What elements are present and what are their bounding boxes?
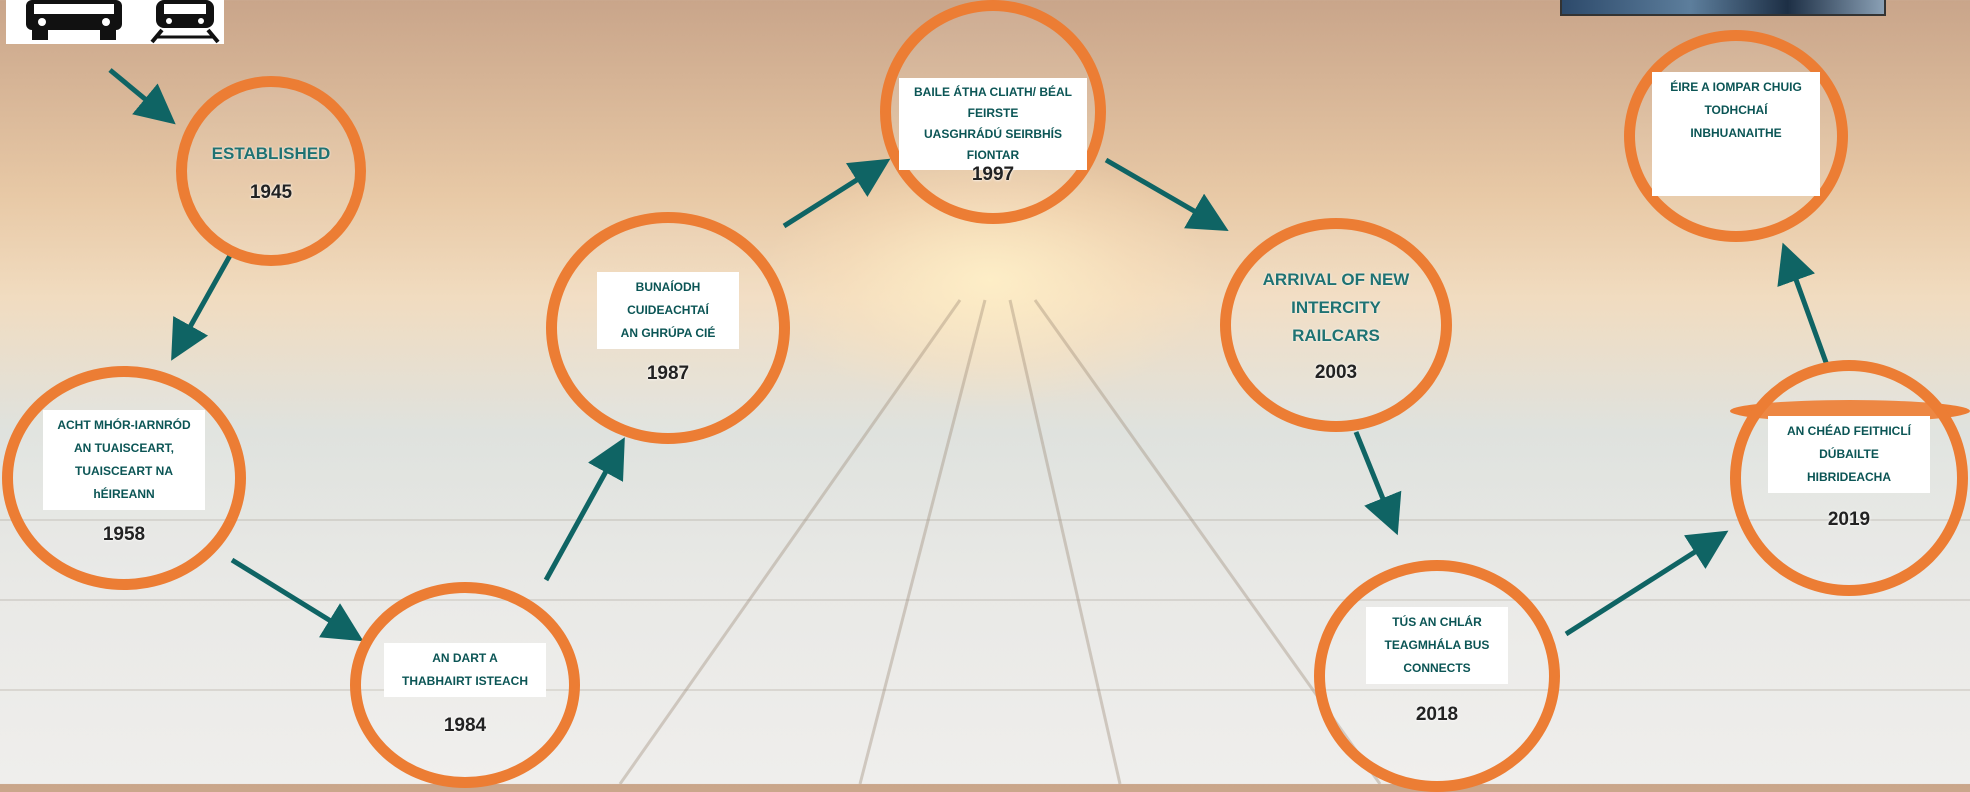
milestone-year: 1987 — [646, 362, 690, 384]
arrow-2003-to-2018 — [1353, 431, 1402, 536]
milestone-label: AN DART A THABHAIRT ISTEACH — [384, 643, 546, 697]
milestone-label: AN CHÉAD FEITHICLÍ DÚBAILTE HIBRIDEACHA — [1768, 415, 1930, 493]
milestone-year: 1945 — [249, 181, 293, 203]
milestone-2003: ARRIVAL OF NEW INTERCITY RAILCARS 2003 — [1220, 218, 1452, 432]
milestone-label: ARRIVAL OF NEW INTERCITY RAILCARS — [1262, 270, 1410, 345]
milestone-future: ÉIRE A IOMPAR CHUIG TODHCHAÍ INBHUANAITH… — [1624, 30, 1848, 242]
milestone-1945: ESTABLISHED 1945 — [176, 76, 366, 266]
arrow-2019-to-future — [1777, 242, 1831, 369]
arrow-1945-to-1958 — [171, 250, 235, 361]
milestone-label: ÉIRE A IOMPAR CHUIG TODHCHAÍ INBHUANAITH… — [1652, 72, 1820, 196]
arrow-2018-to-2019 — [1564, 530, 1729, 637]
transport-icons — [6, 0, 224, 44]
milestone-1984: AN DART A THABHAIRT ISTEACH 1984 — [350, 582, 580, 788]
milestone-year: 1958 — [102, 524, 146, 545]
milestone-1997: BAILE ÁTHA CLIATH/ BÉAL FEIRSTE UASGHRÁD… — [880, 0, 1106, 224]
milestone-year: 2003 — [1314, 362, 1358, 383]
milestone-label: ESTABLISHED — [211, 143, 331, 163]
milestone-2018: TÚS AN CHLÁR TEAGMHÁLA BUS CONNECTS 2018 — [1314, 560, 1560, 792]
milestone-1987: BUNAÍODH CUIDEACHTAÍ AN GHRÚPA CIÉ 1987 — [546, 212, 790, 444]
milestone-year: 2019 — [1827, 508, 1871, 530]
milestone-2019-ring: AN CHÉAD FEITHICLÍ DÚBAILTE HIBRIDEACHA … — [1730, 360, 1968, 596]
arrow-1997-to-2003 — [1104, 157, 1229, 232]
header-photo — [1560, 0, 1886, 16]
milestone-label: ACHT MHÓR-IARNRÓD AN TUAISCEART, TUAISCE… — [43, 410, 205, 510]
arrow-1958-to-1984 — [230, 557, 364, 642]
arrow-1987-to-1997 — [782, 158, 891, 229]
milestone-year: 1997 — [971, 164, 1015, 185]
milestone-label: BAILE ÁTHA CLIATH/ BÉAL FEIRSTE UASGHRÁD… — [899, 78, 1087, 170]
milestone-label: BUNAÍODH CUIDEACHTAÍ AN GHRÚPA CIÉ — [597, 271, 739, 349]
arrow-1984-to-1987 — [543, 437, 625, 582]
milestone-year: 1984 — [443, 715, 487, 736]
milestone-label: TÚS AN CHLÁR TEAGMHÁLA BUS CONNECTS — [1366, 606, 1508, 684]
bus-icon — [26, 0, 122, 40]
milestone-year: 2018 — [1415, 703, 1459, 725]
milestone-1958: ACHT MHÓR-IARNRÓD AN TUAISCEART, TUAISCE… — [2, 366, 246, 590]
train-icon — [150, 0, 220, 44]
arrow-start-to-1945 — [108, 68, 176, 125]
